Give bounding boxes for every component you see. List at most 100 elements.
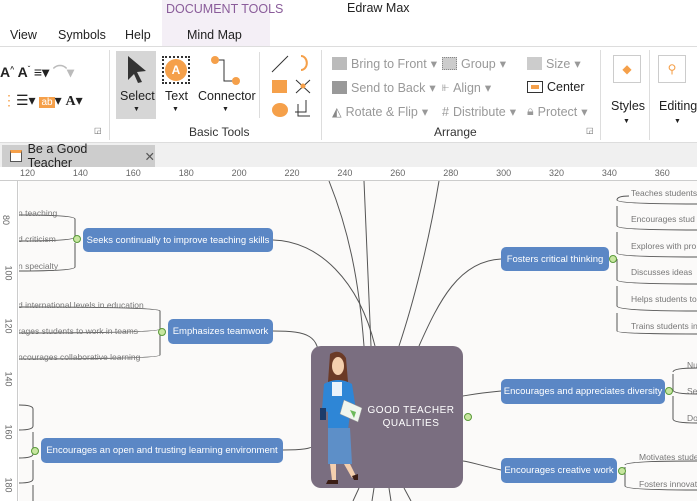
size-icon	[527, 57, 542, 70]
leaf[interactable]: Encourages stud	[631, 214, 695, 224]
ruler-tick-label: 220	[284, 168, 300, 178]
ruler-tick-label: 200	[231, 168, 247, 178]
editing-button[interactable]: ⚲ Editing ▼	[654, 51, 697, 131]
topic-creative-work[interactable]: Encourages creative work	[501, 458, 617, 483]
menu-symbols[interactable]: Symbols	[58, 28, 106, 42]
ruler-tick-label: 180	[3, 477, 14, 493]
teacher-illustration	[320, 351, 363, 484]
topic-open-environment[interactable]: Encourages an open and trusting learning…	[41, 438, 283, 463]
line-icon	[271, 55, 289, 73]
close-tab-icon[interactable]: ✕	[144, 149, 155, 164]
arc-icon	[300, 55, 308, 71]
connector-icon	[211, 56, 240, 85]
ruler-tick-label: 140	[72, 168, 88, 178]
leaf[interactable]: d international levels in education	[19, 300, 144, 310]
ruler-tick-label: 240	[337, 168, 353, 178]
text-button[interactable]: A Text ▼	[160, 51, 192, 119]
topic-teamwork[interactable]: Emphasizes teamwork	[168, 319, 273, 344]
format-icons[interactable]: ⋮☰▾ ab▾ A▾	[2, 92, 83, 109]
ruler-tick-label: 340	[601, 168, 617, 178]
leaf[interactable]: Motivates stude	[639, 452, 697, 462]
styles-label: Styles	[611, 99, 646, 113]
lock-icon: 🔒︎	[527, 104, 534, 118]
ruler-tick-label: 80	[1, 214, 12, 226]
crop-icon	[295, 100, 310, 117]
protect-button[interactable]: 🔒︎Protect▾	[527, 104, 588, 119]
leaf[interactable]: d criticism	[19, 234, 56, 244]
align-button[interactable]: ⫦Align▾	[442, 80, 492, 95]
ruler-tick-label: 360	[654, 168, 670, 178]
ruler-tick-label: 280	[443, 168, 459, 178]
rotate-flip-button[interactable]: ◭Rotate & Flip▾	[332, 104, 429, 120]
arrange-group-label: Arrange	[434, 125, 477, 139]
shape-tools[interactable]	[268, 52, 316, 122]
ruler-tick-label: 320	[549, 168, 565, 178]
bring-to-front-button[interactable]: Bring to Front▾	[332, 56, 437, 71]
dialog-launcher-icon[interactable]: ◲	[586, 126, 594, 135]
font-size-icons[interactable]: A^ Aˇ ≡▾ ⌒▾	[0, 64, 75, 80]
leaf[interactable]: Discusses ideas	[631, 267, 693, 277]
leaf[interactable]: Fosters innovat	[639, 479, 697, 489]
send-to-back-icon	[332, 81, 347, 94]
text-tool-icon: A	[162, 56, 190, 84]
ruler-tick-label: 140	[3, 371, 14, 387]
ruler-tick-label: 300	[496, 168, 512, 178]
rectangle-icon	[272, 80, 287, 93]
paint-bucket-icon: ◆	[613, 55, 641, 83]
menu-mind-map[interactable]: Mind Map	[187, 28, 242, 42]
menu-view[interactable]: View	[10, 28, 37, 42]
group-button[interactable]: Group▾	[442, 56, 506, 71]
ellipse-icon	[272, 103, 288, 117]
size-button[interactable]: Size▾	[527, 56, 581, 71]
distribute-button[interactable]: #Distribute▾	[442, 104, 517, 120]
app-title: Edraw Max	[347, 1, 410, 15]
align-icon: ⫦	[442, 80, 450, 94]
connector-label: Connector	[198, 89, 256, 103]
document-tab-label: Be a Good Teacher	[27, 142, 88, 170]
leaf[interactable]: Explores with pro	[631, 241, 697, 251]
leaf[interactable]: n teaching	[19, 208, 58, 218]
chevron-down-icon: ▼	[674, 118, 681, 125]
leaf[interactable]: rages students to work in teams	[19, 326, 139, 336]
topic-diversity[interactable]: Encourages and appreciates diversity	[501, 379, 665, 404]
document-tab[interactable]: Be a Good Teacher ✕	[2, 142, 155, 170]
leaf[interactable]: ncourages collaborative learning	[19, 352, 141, 362]
document-tools-label: DOCUMENT TOOLS	[166, 2, 284, 16]
leaf[interactable]: Teaches students	[631, 188, 697, 198]
ruler-tick-label: 260	[390, 168, 406, 178]
central-topic-text: GOOD TEACHER QUALITIES	[367, 405, 455, 429]
flip-icon: ◭	[332, 105, 342, 119]
ruler-tick-label: 180	[178, 168, 194, 178]
pointer-icon	[128, 56, 146, 83]
topic-improve-teaching[interactable]: Seeks continually to improve teaching sk…	[83, 228, 273, 252]
basic-tools-group-label: Basic Tools	[189, 125, 250, 139]
ruler-tick-label: 120	[20, 168, 36, 178]
chevron-down-icon: ▼	[172, 106, 179, 113]
send-to-back-button[interactable]: Send to Back▾	[332, 80, 436, 95]
connector-button[interactable]: Connector ▼	[197, 51, 257, 119]
leaf[interactable]: Trains students in	[631, 321, 697, 331]
chevron-down-icon: ▼	[623, 118, 630, 125]
chevron-down-icon: ▼	[222, 106, 229, 113]
central-topic[interactable]: GOOD TEACHER QUALITIES	[311, 346, 463, 488]
select-button[interactable]: Select ▼	[116, 51, 156, 119]
leaf[interactable]: n specialty	[19, 261, 59, 271]
menu-help[interactable]: Help	[125, 28, 151, 42]
canvas[interactable]: Seeks continually to improve teaching sk…	[19, 181, 697, 501]
chevron-down-icon: ▼	[133, 106, 140, 113]
leaf[interactable]: Do	[687, 413, 697, 423]
leaf[interactable]: Helps students to	[631, 294, 697, 304]
leaf[interactable]: Nu	[687, 360, 697, 370]
search-icon: ⚲	[658, 55, 686, 83]
dialog-launcher-icon[interactable]: ◲	[94, 126, 102, 135]
center-button[interactable]: Center	[527, 80, 585, 94]
text-label: Text	[165, 89, 188, 103]
distribute-icon: #	[442, 104, 449, 119]
styles-button[interactable]: ◆ Styles ▼	[605, 51, 647, 131]
leaf[interactable]: Se	[687, 386, 697, 396]
group-icon	[442, 57, 457, 70]
topic-critical-thinking[interactable]: Fosters critical thinking	[501, 247, 609, 271]
ruler-tick-label: 160	[3, 424, 14, 440]
